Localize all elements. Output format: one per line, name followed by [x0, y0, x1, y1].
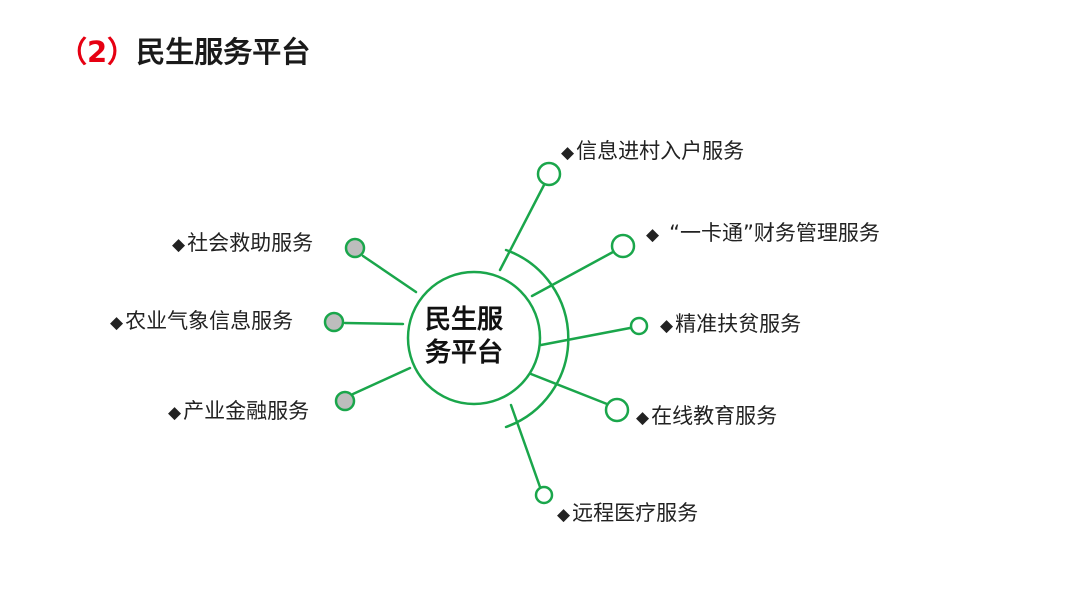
diamond-bullet-icon: ◆ — [110, 313, 124, 333]
node-left-1 — [344, 237, 366, 259]
service-label-agri-weather: ◆农业气象信息服务 — [110, 307, 293, 337]
spoke-right-2 — [530, 250, 615, 298]
service-label-text: 产业金融服务 — [183, 399, 310, 423]
service-label-text: 社会救助服务 — [187, 231, 314, 255]
spoke-left-3 — [351, 366, 412, 396]
node-left-3 — [334, 390, 356, 412]
hub-label-line-1: 民生服 — [424, 305, 503, 335]
node-left-2 — [323, 311, 345, 333]
service-label-text: 精准扶贫服务 — [675, 312, 802, 336]
hub-circle — [406, 270, 542, 406]
spoke-right-4 — [529, 372, 609, 406]
service-label-social-aid: ◆社会救助服务 — [172, 229, 313, 259]
service-label-text: 在线教育服务 — [651, 404, 778, 428]
spoke-left-1 — [361, 254, 418, 294]
diamond-bullet-icon: ◆ — [646, 225, 660, 245]
service-label-industry-finance: ◆产业金融服务 — [168, 397, 309, 427]
spoke-right-3 — [539, 326, 632, 347]
diamond-bullet-icon: ◆ — [636, 408, 650, 428]
title-number: （2） — [58, 35, 137, 69]
node-right-3 — [629, 316, 649, 336]
service-label-poverty-alleviation: ◆精准扶贫服务 — [660, 310, 801, 340]
diamond-bullet-icon: ◆ — [172, 235, 186, 255]
diamond-bullet-icon: ◆ — [557, 505, 571, 525]
title-text: 民生服务平台 — [136, 35, 311, 69]
spoke-right-1 — [498, 183, 546, 272]
node-right-1 — [536, 161, 562, 187]
service-label-info-village: ◆信息进村入户服务 — [561, 137, 744, 167]
spoke-right-5 — [509, 403, 542, 489]
service-label-online-education: ◆在线教育服务 — [636, 402, 777, 432]
node-right-2 — [610, 233, 636, 259]
page-title: （2）民生服务平台 — [58, 30, 310, 74]
node-right-4 — [604, 397, 630, 423]
service-label-text: 远程医疗服务 — [572, 501, 699, 525]
service-label-text: 信息进村入户服务 — [576, 139, 745, 163]
hub-arc — [504, 248, 570, 429]
diamond-bullet-icon: ◆ — [168, 403, 182, 423]
service-label-text: “一卡通”财务管理服务 — [669, 221, 880, 245]
node-right-5 — [534, 485, 554, 505]
service-label-one-card-finance: ◆ “一卡通”财务管理服务 — [646, 219, 880, 249]
service-label-text: 农业气象信息服务 — [125, 309, 294, 333]
diamond-bullet-icon: ◆ — [561, 143, 575, 163]
hub-label-line-2: 务平台 — [424, 338, 503, 368]
service-label-telemedicine: ◆远程医疗服务 — [557, 499, 698, 529]
diamond-bullet-icon: ◆ — [660, 316, 674, 336]
spoke-left-2 — [343, 321, 405, 326]
hub-label: 民生服 务平台 — [408, 304, 520, 370]
